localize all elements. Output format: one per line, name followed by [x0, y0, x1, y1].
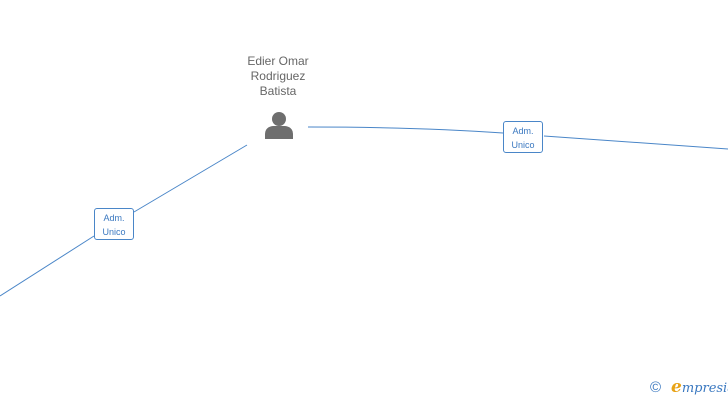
- copyright-icon: ©: [650, 379, 662, 396]
- role-label-line-1: Adm.: [512, 126, 534, 136]
- role-badge-left[interactable]: Adm. Unico: [94, 208, 134, 240]
- brand-logo-initial: e: [671, 377, 682, 397]
- connection-line-right: [307, 126, 728, 150]
- person-icon[interactable]: [263, 109, 295, 141]
- person-name-line-3: Batista: [259, 84, 297, 98]
- connection-line-left: [0, 144, 248, 297]
- brand-logo: empresia: [671, 378, 728, 398]
- role-label-line-2: Unico: [102, 227, 126, 237]
- person-name[interactable]: Edier Omar Rodriguez Batista: [222, 54, 334, 99]
- role-label-line-2: Unico: [511, 140, 535, 150]
- person-name-line-2: Rodriguez: [250, 69, 306, 83]
- brand-logo-text: mpresia: [681, 381, 728, 396]
- person-name-line-1: Edier Omar: [247, 54, 309, 68]
- role-badge-right[interactable]: Adm. Unico: [503, 121, 543, 153]
- role-label-line-1: Adm.: [103, 213, 125, 223]
